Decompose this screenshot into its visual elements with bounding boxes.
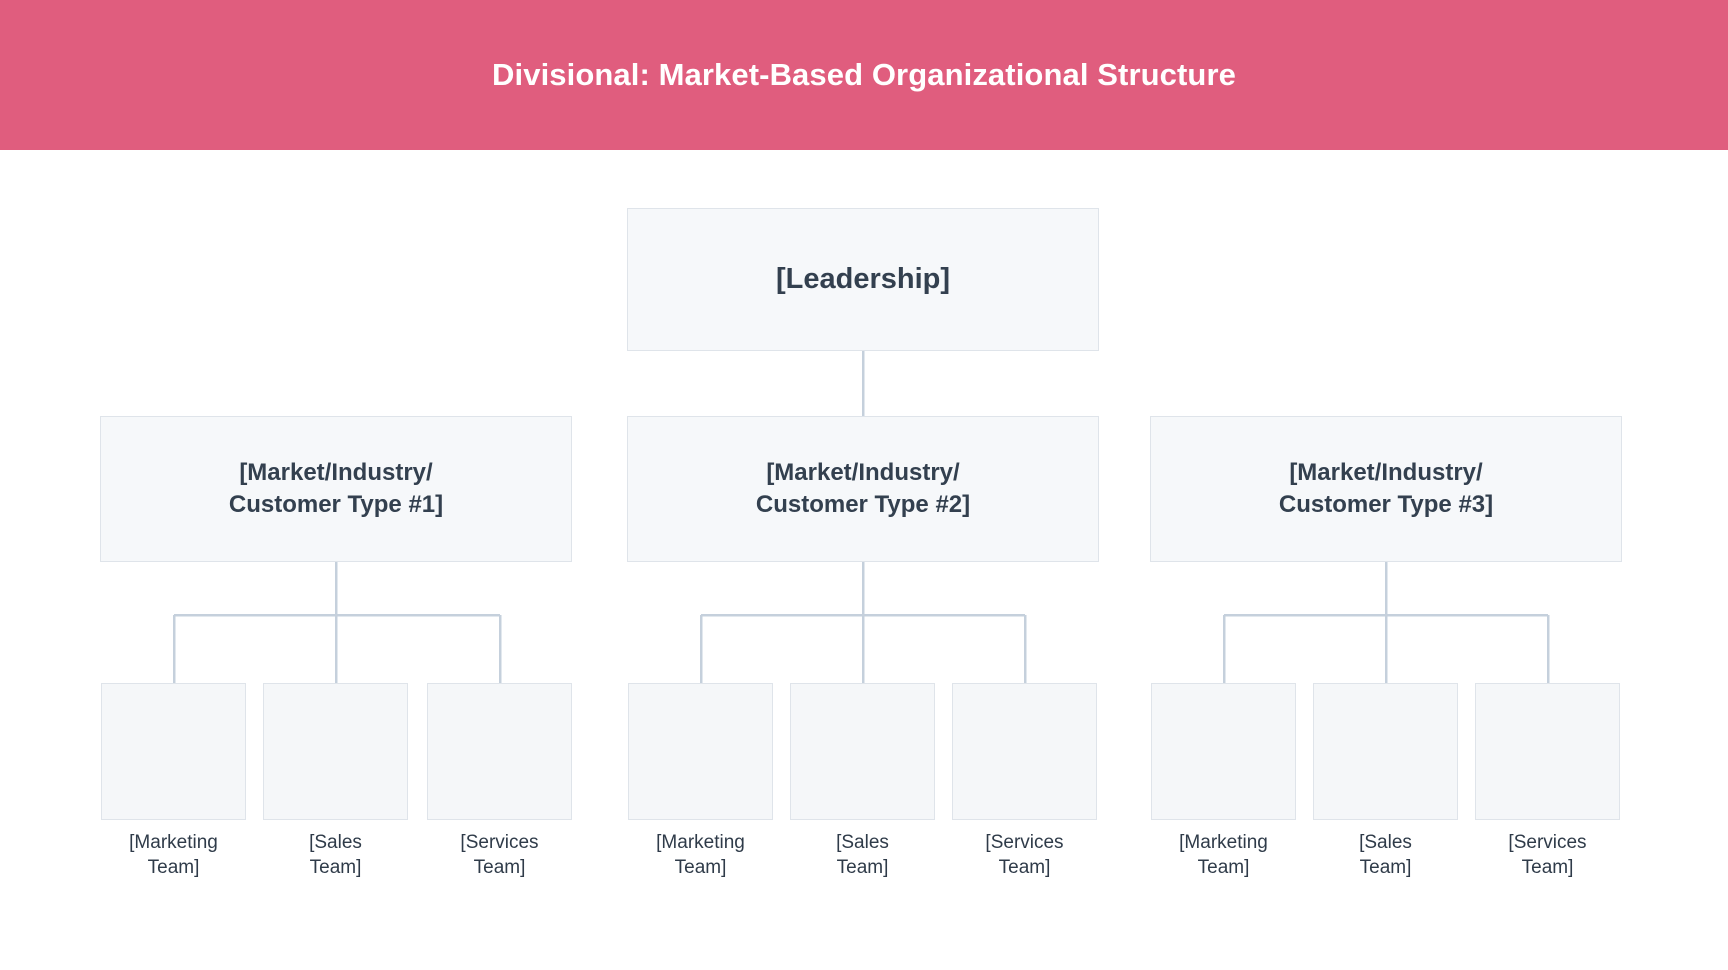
leaf-caption-d1-services-line1: [Services [460, 832, 539, 853]
leaf-caption-d1-services: [Services Team] [427, 830, 572, 880]
leaf-caption-d1-marketing-line1: [Marketing [129, 832, 218, 853]
leaf-box-d1-marketing[interactable] [101, 683, 246, 820]
leaf-caption-d2-marketing-line2: Team] [674, 857, 727, 879]
header-band: Divisional: Market-Based Organizational … [0, 0, 1728, 150]
leaf-caption-d2-sales-line1: [Sales [836, 832, 889, 853]
leaf-caption-d2-services-line1: [Services [985, 832, 1064, 853]
leaf-caption-d1-services-line2: Team] [473, 857, 526, 879]
node-division-1-label: [Market/Industry/ Customer Type #1] [219, 457, 453, 521]
leaf-caption-d3-sales-line1: [Sales [1359, 832, 1412, 853]
leaf-box-d3-marketing[interactable] [1151, 683, 1296, 820]
node-division-2-label: [Market/Industry/ Customer Type #2] [746, 457, 980, 521]
leaf-box-d2-marketing[interactable] [628, 683, 773, 820]
node-division-1[interactable]: [Market/Industry/ Customer Type #1] [100, 416, 572, 562]
leaf-caption-d2-services-line2: Team] [998, 857, 1051, 879]
node-division-1-label-line2: Customer Type #1] [228, 491, 444, 518]
leaf-caption-d3-sales: [Sales Team] [1313, 830, 1458, 880]
leaf-caption-d1-marketing-line2: Team] [147, 857, 200, 879]
node-division-2-label-line1: [Market/Industry/ [766, 459, 960, 487]
leaf-box-d2-services[interactable] [952, 683, 1097, 820]
leaf-caption-d2-sales-line2: Team] [836, 857, 889, 879]
node-division-3-label-line2: Customer Type #3] [1278, 491, 1494, 518]
page-title: Divisional: Market-Based Organizational … [492, 57, 1236, 93]
leaf-box-d3-sales[interactable] [1313, 683, 1458, 820]
leaf-caption-d3-marketing: [Marketing Team] [1151, 830, 1296, 880]
leaf-box-d1-services[interactable] [427, 683, 572, 820]
leaf-caption-d3-sales-line2: Team] [1359, 857, 1412, 879]
leaf-caption-d1-sales-line2: Team] [309, 857, 362, 879]
org-chart-canvas: [Leadership] [Market/Industry/ Customer … [0, 150, 1728, 970]
leaf-caption-d3-marketing-line1: [Marketing [1179, 832, 1268, 853]
leaf-caption-d2-marketing-line1: [Marketing [656, 832, 745, 853]
leaf-caption-d2-services: [Services Team] [952, 830, 1097, 880]
node-leadership-label: [Leadership] [775, 263, 951, 296]
leaf-box-d3-services[interactable] [1475, 683, 1620, 820]
leaf-box-d2-sales[interactable] [790, 683, 935, 820]
node-division-2[interactable]: [Market/Industry/ Customer Type #2] [627, 416, 1099, 562]
leaf-caption-d3-marketing-line2: Team] [1197, 857, 1250, 879]
node-division-3-label: [Market/Industry/ Customer Type #3] [1269, 457, 1503, 521]
leaf-caption-d2-marketing: [Marketing Team] [628, 830, 773, 880]
leaf-caption-d3-services-line2: Team] [1521, 857, 1574, 879]
leaf-caption-d1-sales-line1: [Sales [309, 832, 362, 853]
leaf-caption-d1-sales: [Sales Team] [263, 830, 408, 880]
leaf-caption-d3-services: [Services Team] [1475, 830, 1620, 880]
leaf-caption-d1-marketing: [Marketing Team] [101, 830, 246, 880]
leaf-caption-d3-services-line1: [Services [1508, 832, 1587, 853]
node-division-3[interactable]: [Market/Industry/ Customer Type #3] [1150, 416, 1622, 562]
leaf-box-d1-sales[interactable] [263, 683, 408, 820]
node-division-1-label-line1: [Market/Industry/ [239, 459, 433, 487]
leaf-caption-d2-sales: [Sales Team] [790, 830, 935, 880]
node-division-2-label-line2: Customer Type #2] [755, 491, 971, 518]
node-division-3-label-line1: [Market/Industry/ [1289, 459, 1483, 487]
node-leadership[interactable]: [Leadership] [627, 208, 1099, 351]
